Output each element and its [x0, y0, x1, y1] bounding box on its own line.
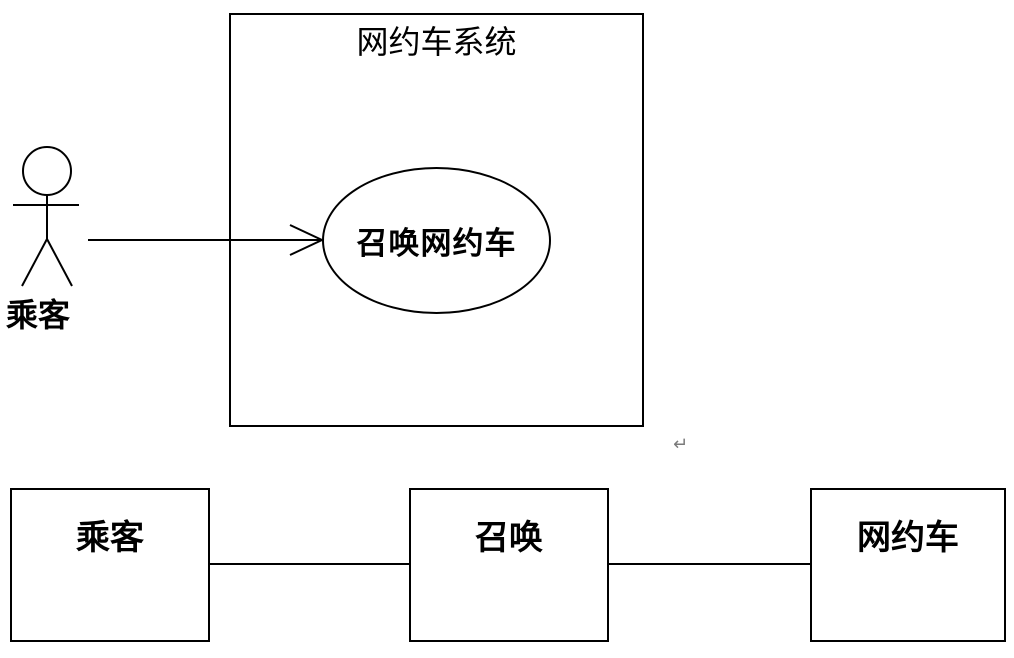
system-title: 网约车系统: [356, 23, 517, 61]
relationship-label-call: 召唤: [475, 518, 543, 558]
entity-box-passenger: 乘客: [10, 488, 210, 642]
entity-label-ride-hailing-car: 网约车: [857, 518, 959, 558]
paragraph-return-icon: ↵: [673, 434, 689, 455]
use-case-label: 召唤网约车: [356, 226, 517, 262]
actor-stick-figure-icon: [13, 146, 79, 287]
association-arrow: [88, 224, 325, 256]
use-case-ellipse: 召唤网约车: [322, 167, 551, 314]
entity-box-ride-hailing-car: 网约车: [810, 488, 1006, 642]
connector-line: [210, 563, 409, 565]
actor-label: 乘客: [6, 296, 71, 334]
entity-label-passenger: 乘客: [76, 518, 144, 558]
connector-line: [609, 563, 810, 565]
relationship-box-call: 召唤: [409, 488, 609, 642]
system-boundary: [229, 13, 644, 427]
